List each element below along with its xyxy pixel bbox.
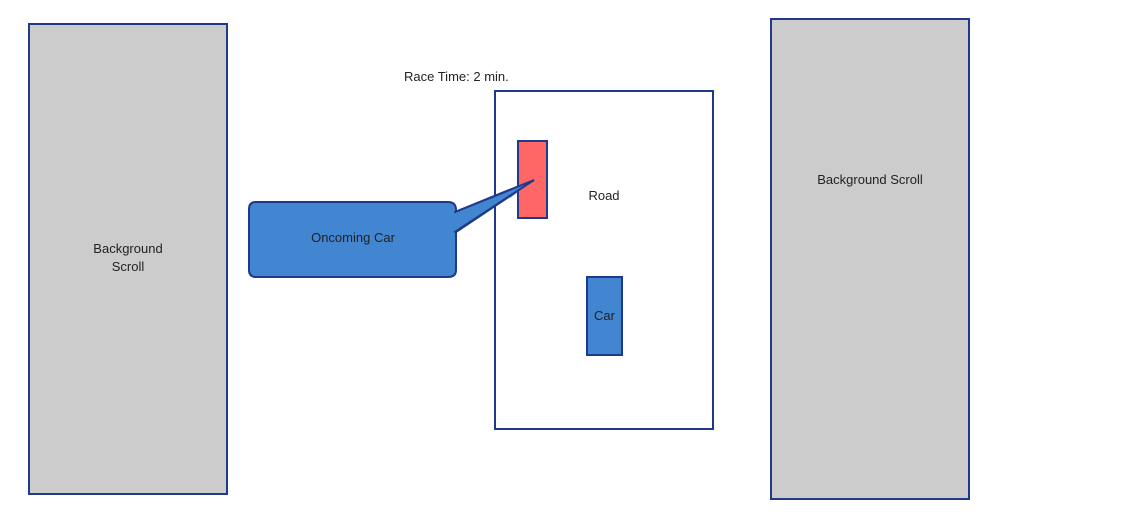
player-car (586, 276, 623, 356)
player-car-label: Car (594, 308, 615, 323)
road-label: Road (588, 188, 620, 203)
right-background-scroll (770, 18, 970, 500)
callout-tip-edge-bottom (454, 179, 535, 233)
callout-pointer-cover (452, 213, 457, 231)
oncoming-car-callout-label: Oncoming Car (311, 230, 395, 245)
oncoming-car (517, 140, 548, 219)
left-background-scroll (28, 23, 228, 495)
right-background-scroll-label: Background Scroll (817, 172, 923, 187)
left-background-scroll-label: Background Scroll (93, 241, 163, 274)
callout-tip-edge-top (454, 179, 535, 213)
race-time-label: Race Time: 2 min. (404, 69, 509, 84)
oncoming-car-callout (248, 179, 535, 278)
